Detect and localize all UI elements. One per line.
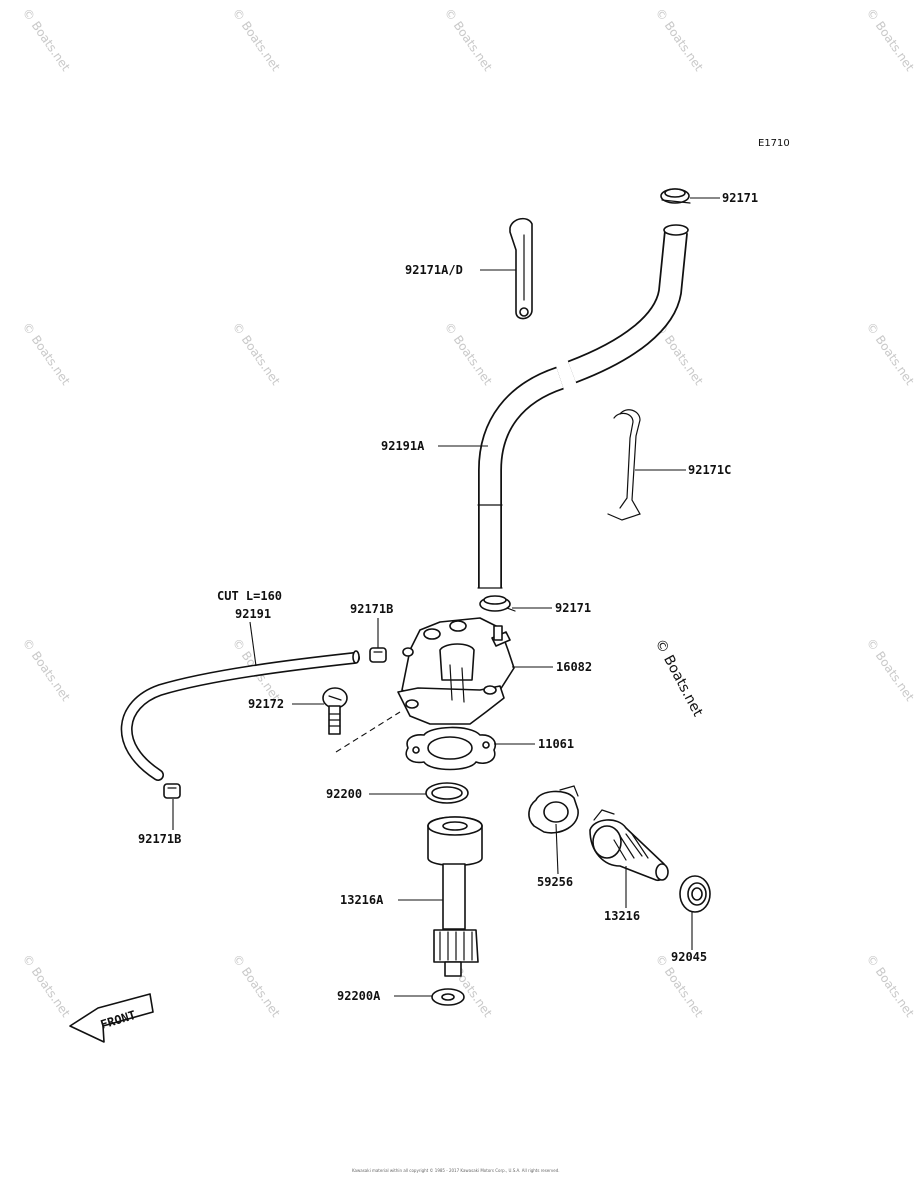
watermark-text: © Boats.net	[442, 6, 496, 74]
clip-92171ad	[509, 217, 533, 320]
watermark-grid: © Boats.net © Boats.net © Boats.net © Bo…	[20, 6, 917, 1020]
watermark-text: © Boats.net	[230, 952, 284, 1020]
label-92171ad: 92171A/D	[405, 263, 463, 277]
watermark-text: © Boats.net	[230, 6, 284, 74]
clamp-92171-top	[660, 188, 691, 204]
watermark-text: © Boats.net	[653, 6, 707, 74]
bolt-92172	[322, 687, 401, 753]
clamp-92171b-top	[369, 647, 387, 663]
tube-92191	[120, 650, 360, 781]
watermark-text: © Boats.net	[230, 320, 284, 388]
washer-92200a	[431, 988, 465, 1006]
label-92191: 92191	[235, 607, 271, 621]
watermark-main: © Boats.net	[651, 636, 705, 719]
hose-92191a	[477, 224, 689, 589]
label-92045: 92045	[671, 950, 707, 964]
watermark-text: © Boats.net	[864, 636, 917, 704]
clip-92171c	[607, 409, 641, 521]
washer-92200	[425, 782, 469, 804]
label-92171-top: 92171	[722, 191, 758, 205]
watermark-text: © Boats.net	[864, 952, 917, 1020]
watermark-text: © Boats.net	[864, 320, 917, 388]
bushing-59256	[528, 785, 579, 834]
watermark-text: © Boats.net	[20, 6, 74, 74]
label-92171c: 92171C	[688, 463, 731, 477]
label-11061: 11061	[538, 737, 574, 751]
leader-lines	[172, 197, 720, 997]
label-92171-pump: 92171	[555, 601, 591, 615]
clamp-92171b-bottom	[163, 783, 181, 799]
oil-pump-16082	[397, 617, 515, 725]
label-92171b-top: 92171B	[350, 602, 393, 616]
label-92171b-bottom: 92171B	[138, 832, 181, 846]
oil-seal-92045	[679, 875, 711, 913]
label-92200: 92200	[326, 787, 362, 801]
watermark-text: © Boats.net	[442, 320, 496, 388]
watermark-text: © Boats.net	[864, 6, 917, 74]
label-59256: 59256	[537, 875, 573, 889]
gasket-11061	[405, 726, 496, 771]
watermark-text: © Boats.net	[20, 636, 74, 704]
label-cut-length: CUT L=160	[217, 589, 282, 603]
gear-13216	[589, 809, 669, 882]
part-labels: 92171 92171A/D 92191A 92171C 92171 16082…	[138, 191, 758, 1003]
label-13216a: 13216A	[340, 893, 384, 907]
watermark-text: © Boats.net	[20, 952, 74, 1020]
label-92200a: 92200A	[337, 989, 381, 1003]
label-13216: 13216	[604, 909, 640, 923]
footer-copyright: Kawasaki material within all copyright ©…	[352, 1168, 560, 1173]
label-16082: 16082	[556, 660, 592, 674]
diagram-ref-code: E1710	[758, 138, 790, 149]
watermark-text: © Boats.net	[20, 320, 74, 388]
label-92191a: 92191A	[381, 439, 425, 453]
clamp-92171-pump	[479, 595, 516, 612]
front-arrow: FRONT	[69, 993, 154, 1043]
label-92172: 92172	[248, 697, 284, 711]
shaft-13216a	[427, 816, 483, 977]
